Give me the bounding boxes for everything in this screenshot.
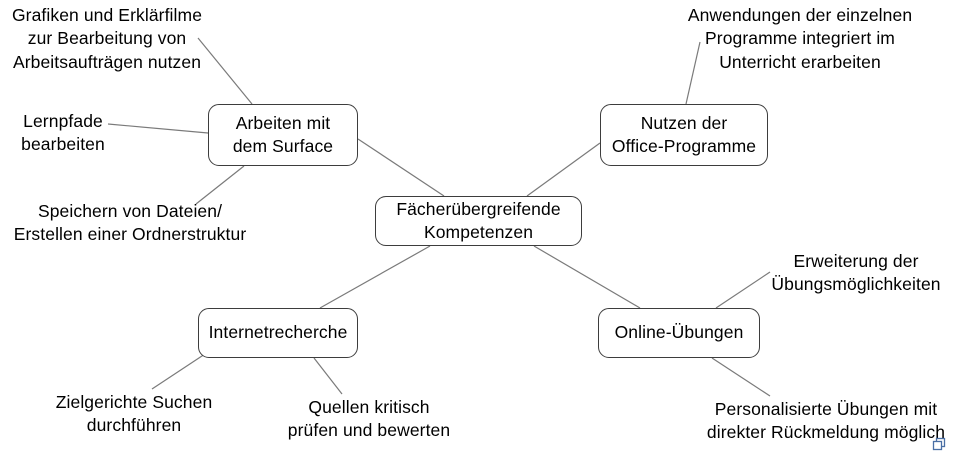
node-arbeiten-mit-dem-surface[interactable]: Arbeiten mit dem Surface [208, 104, 358, 166]
leaf-speichern-von-dateien: Speichern von Dateien/ Erstellen einer O… [13, 201, 247, 245]
leaf-quellen-kritisch-pruefen: Quellen kritisch prüfen und bewerten [287, 397, 451, 441]
node-label: Fächerübergreifende Kompetenzen [396, 198, 561, 242]
node-faecheruebergreifende-kompetenzen[interactable]: Fächerübergreifende Kompetenzen [375, 196, 582, 246]
leaf-anwendungen-der-einzelnen-programme: Anwendungen der einzelnen Programme inte… [687, 5, 913, 72]
edge-online-to-personalisierte [711, 357, 771, 397]
node-label: Nutzen der Office-Programme [611, 112, 757, 156]
restore-window-icon[interactable] [931, 436, 947, 452]
edge-office-to-center [526, 142, 601, 197]
leaf-grafiken-erklaerfilme: Grafiken und Erklärfilme zur Bearbeitung… [11, 5, 203, 72]
node-internetrecherche[interactable]: Internetrecherche [198, 308, 358, 358]
node-online-uebungen[interactable]: Online-Übungen [598, 308, 760, 358]
edge-center-to-online-uebungen [533, 245, 641, 309]
edge-internetrecherche-to-quellen [313, 357, 343, 395]
leaf-zielgerichte-suchen: Zielgerichte Suchen durchführen [55, 392, 213, 436]
leaf-personalisierte-uebungen: Personalisierte Übungen mit direkter Rüc… [706, 399, 946, 443]
edge-center-to-internetrecherche [319, 245, 431, 309]
edge-internetrecherche-to-zielgerichte [151, 351, 209, 390]
node-nutzen-der-office-programme[interactable]: Nutzen der Office-Programme [600, 104, 768, 166]
edge-arbeiten-to-speichern [195, 165, 245, 205]
node-label: Internetrecherche [208, 322, 348, 343]
leaf-erweiterung-der-uebungsmoeglichkeiten: Erweiterung der Übungsmöglichkeiten [771, 251, 941, 295]
leaf-lernpfade-bearbeiten: Lernpfade bearbeiten [21, 111, 105, 155]
edge-arbeiten-to-lernpfade [107, 123, 209, 134]
node-label: Arbeiten mit dem Surface [232, 112, 334, 156]
node-label: Online-Übungen [614, 322, 744, 343]
edge-arbeiten-to-center [357, 138, 445, 197]
